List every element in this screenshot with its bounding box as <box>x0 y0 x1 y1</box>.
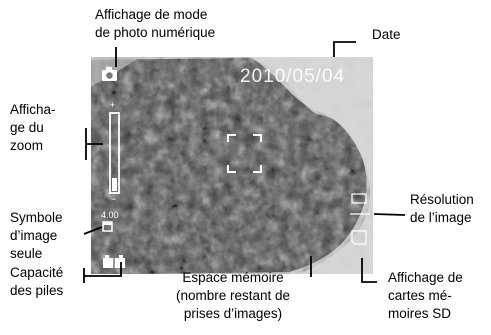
date-readout: 2010/05/04 <box>240 66 345 87</box>
label-mode-display: Affichage de mode de photo numérique <box>95 6 215 42</box>
label-date: Date <box>372 26 401 44</box>
zoom-readout: 4.00 <box>101 210 119 220</box>
label-sd-card: Affichage de cartes mé- moires SD <box>388 269 463 323</box>
label-single-image: Symbole d’image seule <box>10 209 63 263</box>
svg-text:−: − <box>111 194 116 204</box>
svg-text:+: + <box>110 100 115 110</box>
label-memory-space: Espace mémoire (nombre restant de prises… <box>176 269 290 323</box>
lcd-screen <box>91 57 373 274</box>
label-resolution: Résolution de l’image <box>410 191 474 227</box>
label-zoom: Afficha- ge du zoom <box>10 101 56 155</box>
label-battery: Capacité des piles <box>10 264 63 300</box>
